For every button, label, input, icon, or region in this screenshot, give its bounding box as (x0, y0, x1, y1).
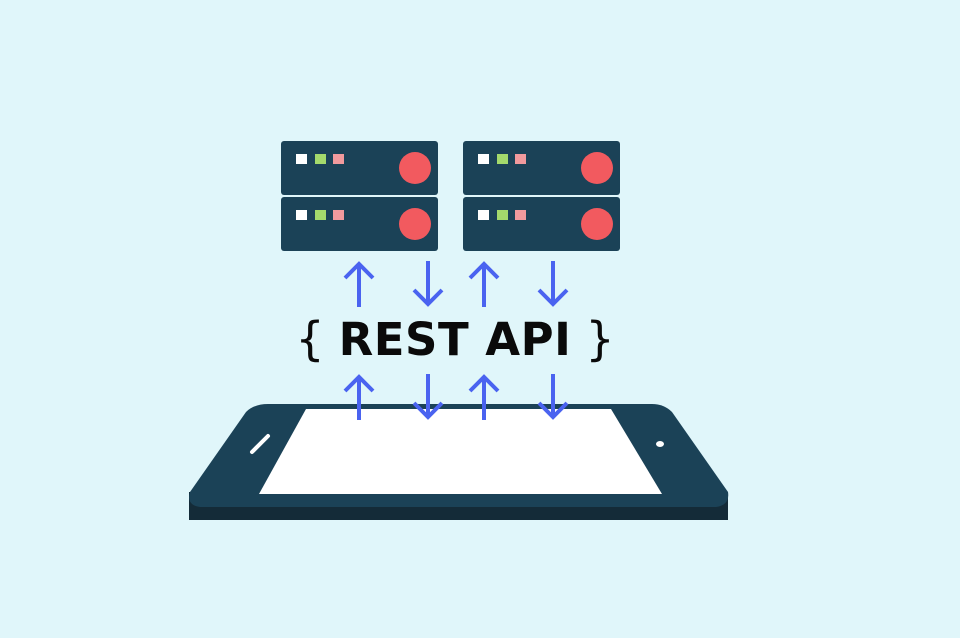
arrow-up-icon (468, 262, 500, 309)
arrow-down-icon (537, 259, 569, 306)
rest-api-label: { REST API } (290, 304, 620, 374)
arrow-up-icon (343, 262, 375, 309)
tablet-camera (656, 441, 664, 447)
server-icon (281, 197, 438, 251)
server-icon (463, 197, 620, 251)
server-icon (281, 141, 438, 195)
tablet-screen (259, 409, 662, 494)
brace-close: } (585, 312, 615, 366)
server-icon (463, 141, 620, 195)
arrow-down-icon (412, 259, 444, 306)
tablet-speaker (250, 434, 270, 454)
label-text: REST API (338, 312, 572, 366)
brace-open: { (295, 312, 325, 366)
server-stack-right (463, 141, 620, 251)
tablet-icon (189, 404, 729, 520)
server-stack-left (281, 141, 438, 251)
